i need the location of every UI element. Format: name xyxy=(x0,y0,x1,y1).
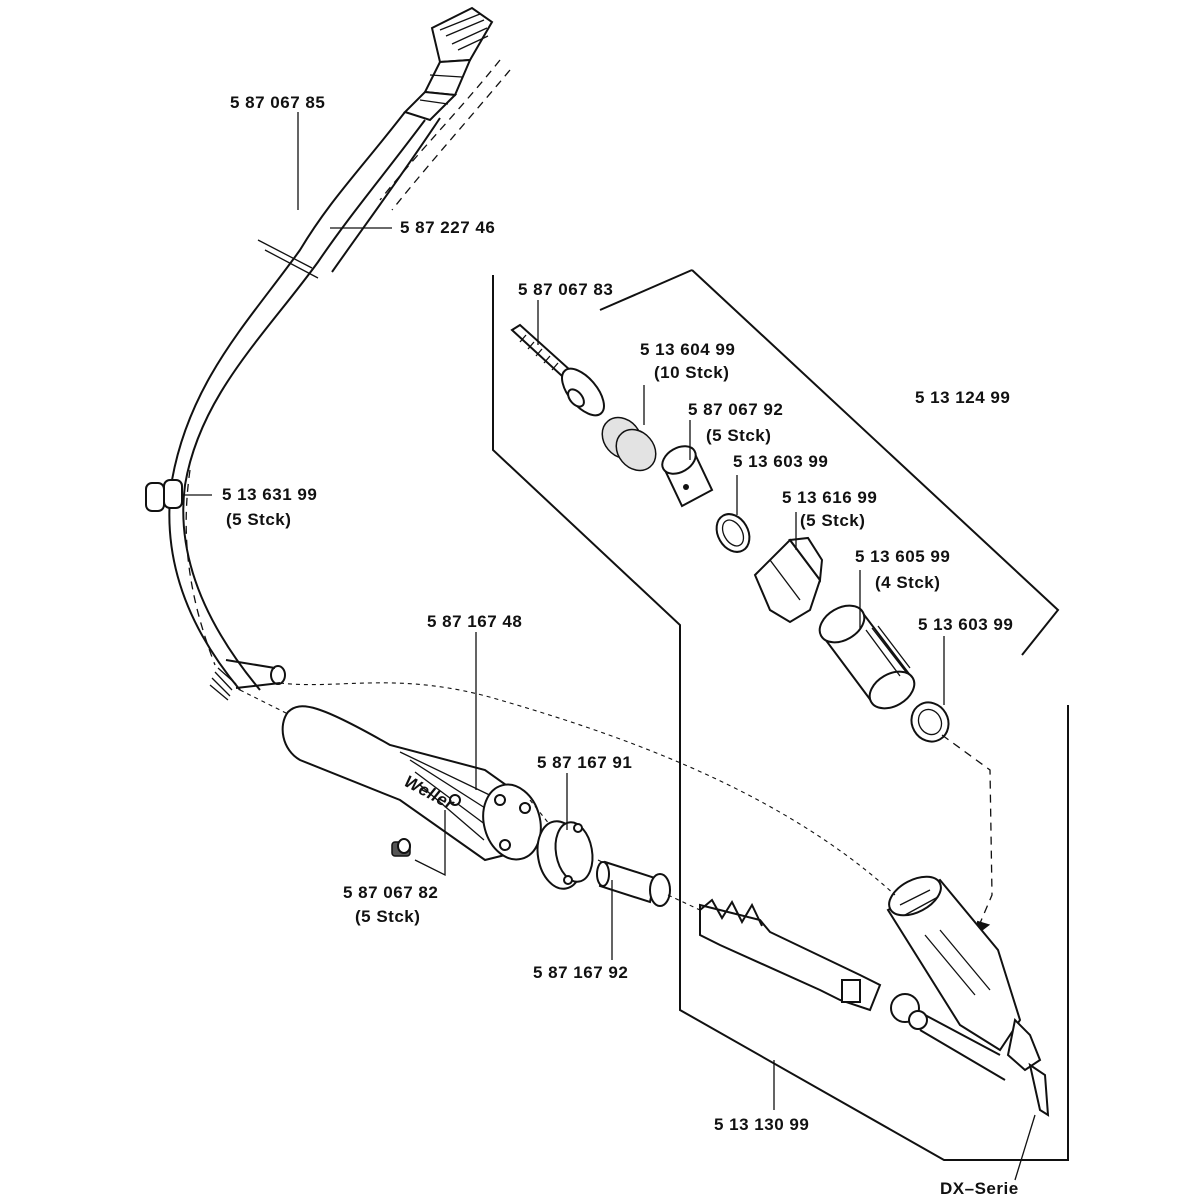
desoldering-chamber xyxy=(886,875,1050,1117)
setscrew-587067482 xyxy=(391,838,411,857)
label-513604: 5 13 604 99 xyxy=(640,340,735,359)
label-513616-qty: (5 Stck) xyxy=(800,511,865,530)
label-513605-qty: (4 Stck) xyxy=(875,573,940,592)
label-587067482: 5 87 067 82 xyxy=(343,883,438,902)
label-513604-qty: (10 Stck) xyxy=(654,363,729,382)
tip-587067483 xyxy=(510,323,605,417)
handle-587167448: Weller xyxy=(281,705,542,862)
label-587167448: 5 87 167 48 xyxy=(427,612,522,631)
heater-element xyxy=(699,898,928,1030)
connector-plug xyxy=(403,6,494,122)
label-series: DX–Serie xyxy=(940,1179,1019,1198)
label-513603-b: 5 13 603 99 xyxy=(918,615,1013,634)
label-513631: 5 13 631 99 xyxy=(222,485,317,504)
label-587067483: 5 87 067 83 xyxy=(518,280,613,299)
leader-lines xyxy=(182,112,1036,1181)
oring-513603-b xyxy=(910,701,950,743)
tube-587167492 xyxy=(596,860,671,907)
label-513605: 5 13 605 99 xyxy=(855,547,950,566)
sleeve-513605 xyxy=(818,604,916,710)
cap-513616 xyxy=(753,536,824,624)
label-513616: 5 13 616 99 xyxy=(782,488,877,507)
label-587067485: 5 87 067 85 xyxy=(230,93,325,112)
cable-assembly xyxy=(145,6,511,701)
label-587067492-qty: (5 Stck) xyxy=(706,426,771,445)
oring-513603-a xyxy=(715,513,751,553)
cable-clip xyxy=(145,479,183,512)
label-587067492: 5 87 067 92 xyxy=(688,400,783,419)
sleeve-587067492 xyxy=(661,445,714,508)
label-513130: 5 13 130 99 xyxy=(714,1115,809,1134)
label-587167492: 5 87 167 92 xyxy=(533,963,628,982)
label-587167491: 5 87 167 91 xyxy=(537,753,632,772)
filter-513604 xyxy=(601,416,657,472)
label-587067482-qty: (5 Stck) xyxy=(355,907,420,926)
ring-587167491 xyxy=(536,820,594,890)
kit-bracket-513124 xyxy=(492,275,1069,1161)
label-587227446: 5 87 227 46 xyxy=(400,218,495,237)
label-513631-qty: (5 Stck) xyxy=(226,510,291,529)
label-513603-a: 5 13 603 99 xyxy=(733,452,828,471)
label-513124: 5 13 124 99 xyxy=(915,388,1010,407)
